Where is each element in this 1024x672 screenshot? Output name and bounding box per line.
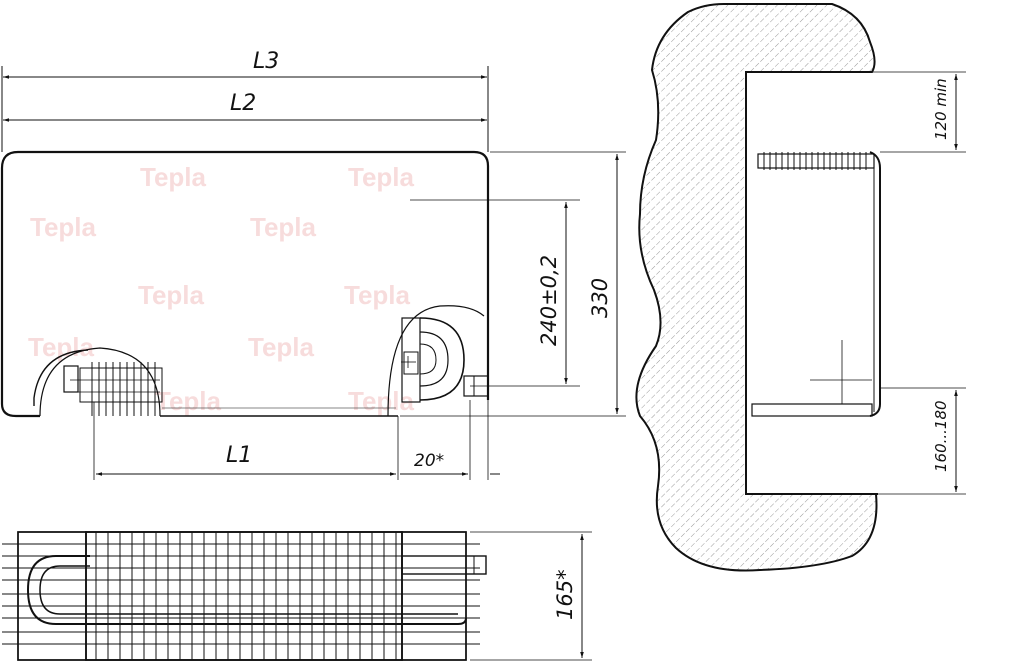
dim-165-label: 165*	[553, 569, 577, 620]
dim-l2-label: L2	[230, 91, 256, 116]
watermark: Tepla	[140, 162, 207, 192]
left-pipe-connection	[39, 347, 163, 417]
watermark: Tepla	[30, 212, 97, 242]
top-view: 165*	[2, 531, 592, 661]
watermark: Tepla	[155, 386, 222, 416]
dim-l1-label: L1	[226, 443, 252, 468]
wall-section-hatch	[635, 3, 878, 572]
dim-120min-label: 120 min	[932, 78, 950, 140]
watermark: Tepla	[248, 332, 315, 362]
dim-240-label: 240±0,2	[537, 255, 561, 346]
watermark: Tepla	[138, 280, 205, 310]
radiator-side-profile	[751, 151, 881, 417]
watermark: Tepla	[348, 162, 415, 192]
dim-20-label: 20*	[414, 451, 444, 471]
right-pipe-connection	[387, 305, 489, 417]
watermark: Tepla	[28, 332, 95, 362]
dim-160-180-label: 160...180	[932, 400, 950, 472]
dim-330-label: 330	[588, 278, 612, 318]
watermark: Tepla	[348, 386, 415, 416]
side-section: 120 min 160...180	[635, 3, 966, 572]
front-view: L3 L2	[0, 49, 626, 480]
watermark: Tepla	[250, 212, 317, 242]
watermark: Tepla	[344, 280, 411, 310]
dim-l3-label: L3	[253, 49, 279, 74]
